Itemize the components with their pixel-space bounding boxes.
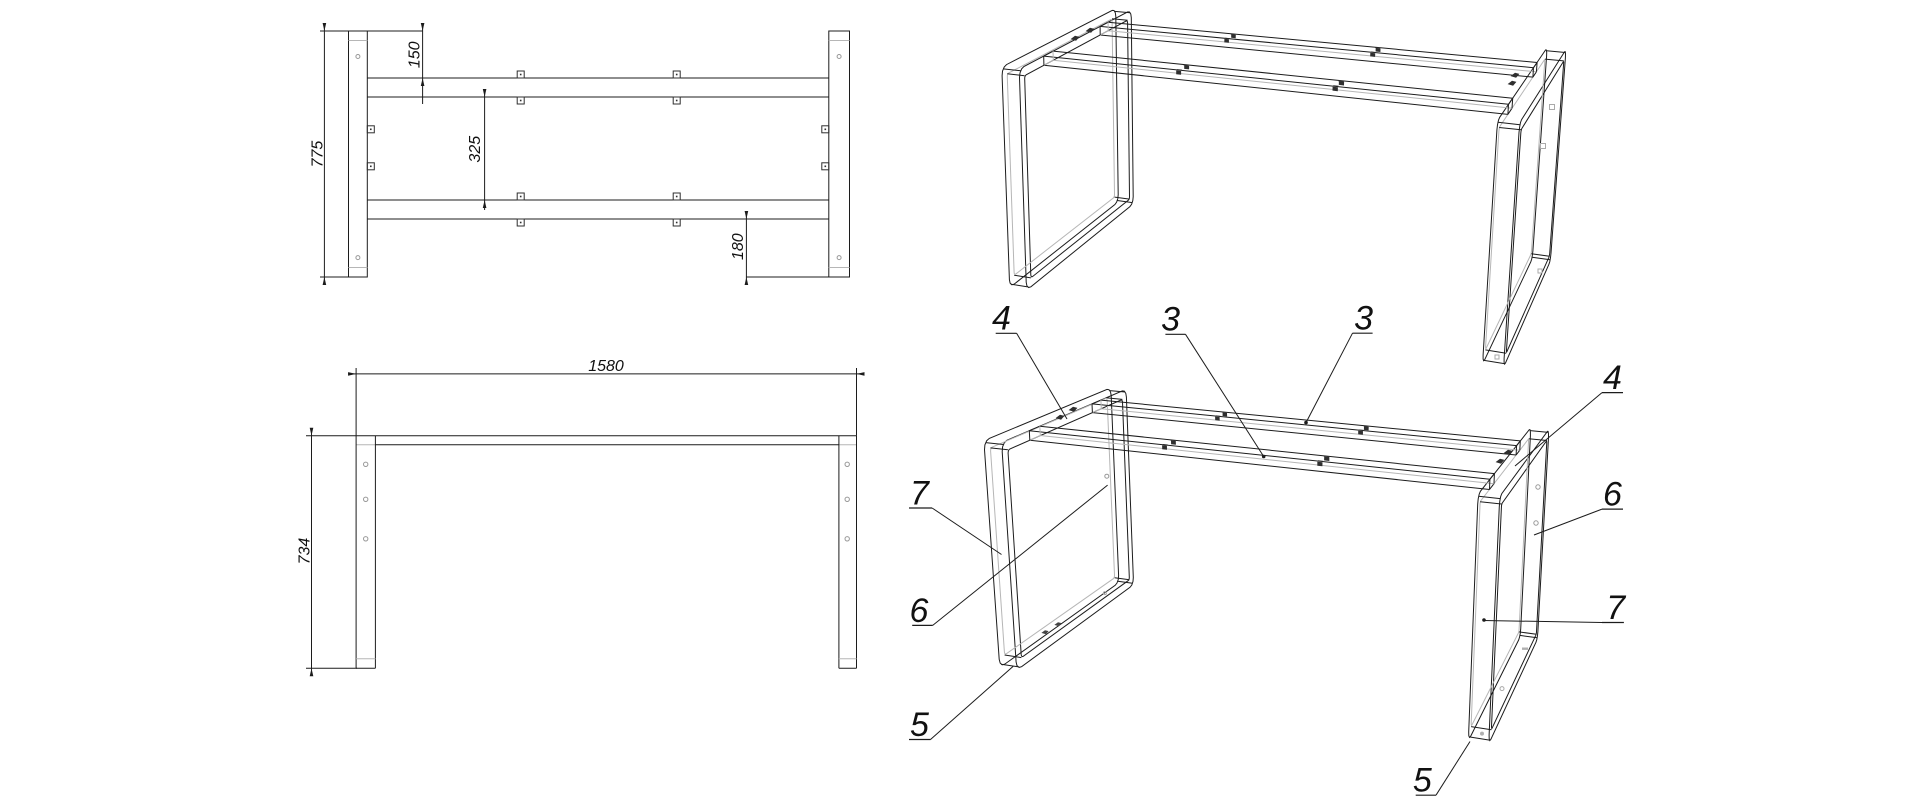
- svg-text:5: 5: [1413, 762, 1432, 800]
- svg-text:1580: 1580: [588, 358, 624, 375]
- svg-text:7: 7: [910, 474, 930, 512]
- svg-text:775: 775: [310, 141, 327, 168]
- svg-text:5: 5: [910, 706, 929, 744]
- svg-text:734: 734: [297, 538, 314, 565]
- svg-text:3: 3: [1161, 301, 1180, 339]
- svg-text:7: 7: [1606, 589, 1626, 627]
- svg-text:4: 4: [992, 300, 1011, 338]
- svg-text:6: 6: [1603, 476, 1622, 514]
- svg-text:325: 325: [467, 136, 484, 163]
- svg-text:150: 150: [406, 41, 423, 68]
- svg-text:4: 4: [1603, 359, 1622, 397]
- svg-text:6: 6: [909, 592, 928, 630]
- svg-text:180: 180: [730, 233, 747, 260]
- svg-text:3: 3: [1354, 300, 1373, 338]
